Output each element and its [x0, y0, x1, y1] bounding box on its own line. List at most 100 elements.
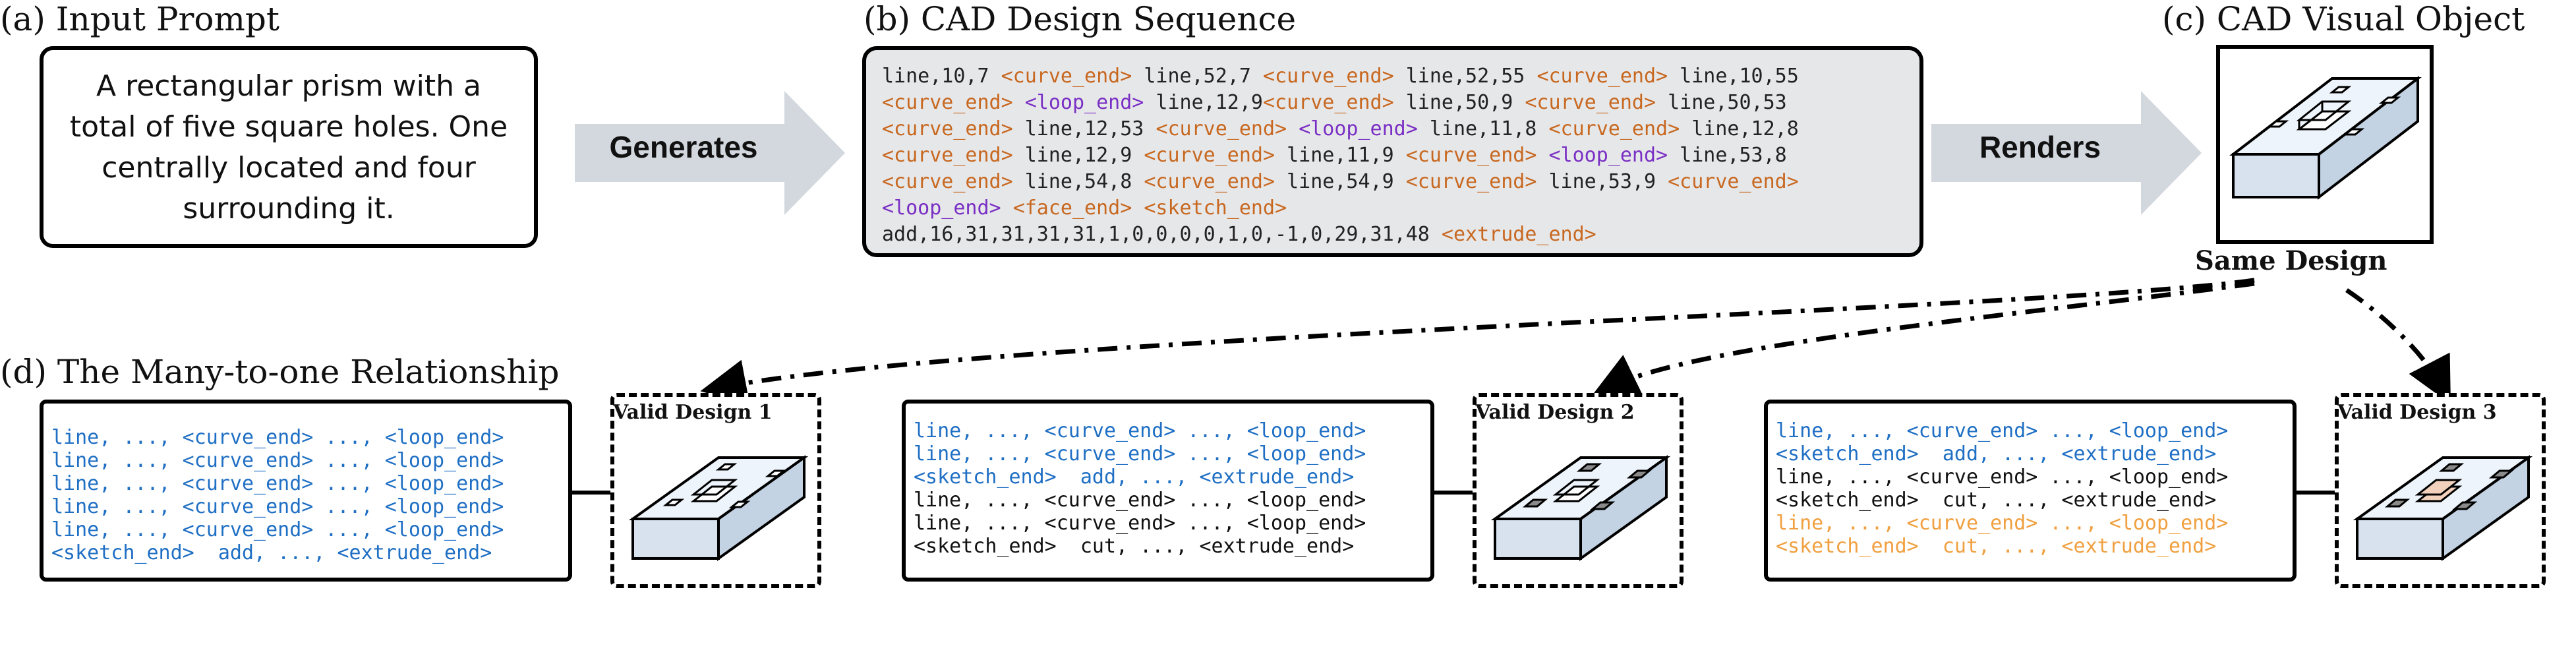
- design-code-line: line, ..., <curve_end> ..., <loop_end>: [51, 495, 504, 518]
- panel-a-title: (a) Input Prompt: [0, 0, 280, 38]
- design-code-line: line, ..., <curve_end> ..., <loop_end>: [51, 449, 504, 472]
- design-code-line: <sketch_end> cut, ..., <extrude_end>: [1776, 489, 2217, 512]
- input-prompt-box: A rectangular prism with a total of five…: [40, 46, 538, 248]
- sequence-token: line,54,8: [1012, 170, 1144, 193]
- sequence-line: <curve_end> <loop_end> line,12,9<curve_e…: [882, 90, 1799, 116]
- design-2-code: line, ..., <curve_end> ..., <loop_end>li…: [914, 419, 1366, 558]
- design-code-line: line, ..., <curve_end> ..., <loop_end>: [51, 518, 504, 541]
- sequence-token: line,53,9: [1537, 170, 1668, 193]
- design-code-line: line, ..., <curve_end> ..., <loop_end>: [1776, 419, 2229, 442]
- design-2-render: [1490, 455, 1671, 561]
- sequence-token: line,52,55: [1393, 65, 1537, 88]
- design-code-line: line, ..., <curve_end> ..., <loop_end>: [914, 512, 1366, 535]
- curve-token: <sketch_end>: [1144, 196, 1287, 220]
- sequence-line: <curve_end> line,12,53 <curve_end> <loop…: [882, 116, 1799, 142]
- curve-token: <curve_end>: [1144, 170, 1275, 193]
- renders-label: Renders: [1979, 130, 2101, 164]
- cad-visual-object-frame: [2216, 45, 2434, 244]
- sequence-token: line,12,53: [1012, 117, 1156, 140]
- curve-token: <curve_end>: [1525, 91, 1656, 114]
- curve-token: <curve_end>: [1263, 91, 1394, 114]
- panel-d-title: (d) The Many-to-one Relationship: [0, 353, 560, 391]
- design-code-line: <sketch_end> add, ..., <extrude_end>: [914, 466, 1355, 489]
- sequence-token: line,53,8: [1668, 144, 1787, 167]
- sequence-token: line,50,53: [1656, 91, 1787, 114]
- design-code-line: line, ..., <curve_end> ..., <loop_end>: [914, 419, 1366, 442]
- sequence-token: line,10,7: [882, 65, 1001, 88]
- design-code-line: line, ..., <curve_end> ..., <loop_end>: [1776, 512, 2229, 535]
- design-code-line: <sketch_end> cut, ..., <extrude_end>: [1776, 535, 2217, 558]
- sequence-token: line,52,7: [1132, 65, 1263, 88]
- curve-token: <curve_end>: [882, 117, 1013, 140]
- curve-token: <curve_end>: [1001, 65, 1132, 88]
- design-1-code-box: line, ..., <curve_end> ..., <loop_end>li…: [40, 400, 572, 582]
- sequence-line: line,10,7 <curve_end> line,52,7 <curve_e…: [882, 63, 1799, 90]
- cad-sequence-code: line,10,7 <curve_end> line,52,7 <curve_e…: [882, 63, 1799, 248]
- prompt-line: total of five square holes. One: [69, 110, 508, 144]
- sequence-token: line,12,9: [1144, 91, 1263, 114]
- curve-token: <extrude_end>: [1441, 223, 1596, 246]
- panel-b-title: (b) CAD Design Sequence: [864, 0, 1297, 38]
- design-1-code: line, ..., <curve_end> ..., <loop_end>li…: [51, 426, 504, 564]
- valid-design-1-label: Valid Design 1: [613, 401, 773, 424]
- panel-c-title: (c) CAD Visual Object: [2162, 0, 2525, 38]
- curve-token: <curve_end>: [1548, 117, 1680, 140]
- input-prompt-text: A rectangular prism with a total of five…: [44, 66, 534, 229]
- prompt-line: surrounding it.: [183, 192, 395, 226]
- design-code-line: line, ..., <curve_end> ..., <loop_end>: [914, 442, 1366, 466]
- design-code-line: line, ..., <curve_end> ..., <loop_end>: [51, 472, 504, 495]
- curve-token: <curve_end>: [1405, 144, 1537, 167]
- design-2-connector: [1434, 491, 1478, 495]
- valid-design-1-frame: Valid Design 1: [610, 393, 821, 588]
- design-1-render: [628, 455, 809, 561]
- valid-design-3-frame: Valid Design 3: [2335, 393, 2546, 588]
- renders-arrow: [1931, 91, 2202, 215]
- design-code-line: <sketch_end> add, ..., <extrude_end>: [51, 541, 492, 564]
- curve-token: <curve_end>: [1405, 170, 1537, 193]
- sequence-token: line,12,9: [1012, 144, 1144, 167]
- design-3-connector: [2297, 491, 2340, 495]
- valid-design-2-frame: Valid Design 2: [1473, 393, 1683, 588]
- curve-token: <curve_end>: [882, 170, 1013, 193]
- curve-token: <curve_end>: [882, 91, 1013, 114]
- design-code-line: <sketch_end> add, ..., <extrude_end>: [1776, 442, 2217, 466]
- curve-token: <curve_end>: [1144, 144, 1275, 167]
- sequence-token: line,12,8: [1680, 117, 1799, 140]
- design-1-connector: [572, 491, 616, 495]
- loop-token: <loop_end>: [1024, 91, 1144, 114]
- generates-label: Generates: [609, 130, 758, 164]
- curve-token: <curve_end>: [1537, 65, 1668, 88]
- generates-arrow: [575, 91, 845, 215]
- sequence-line: add,16,31,31,31,31,1,0,0,0,0,1,0,-1,0,29…: [882, 222, 1799, 248]
- prompt-line: centrally located and four: [102, 151, 476, 185]
- curve-token: <curve_end>: [1156, 117, 1287, 140]
- loop-token: <loop_end>: [1299, 117, 1418, 140]
- curve-token: <curve_end>: [1668, 170, 1799, 193]
- design-code-line: line, ..., <curve_end> ..., <loop_end>: [51, 426, 504, 449]
- same-design-label: Same Design: [2195, 245, 2387, 276]
- valid-design-3-label: Valid Design 3: [2337, 401, 2497, 424]
- valid-design-2-label: Valid Design 2: [1475, 401, 1635, 424]
- curve-token: <curve_end>: [882, 144, 1013, 167]
- design-code-line: line, ..., <curve_end> ..., <loop_end>: [1776, 466, 2229, 489]
- design-3-code-box: line, ..., <curve_end> ..., <loop_end><s…: [1764, 400, 2297, 582]
- sequence-line: <loop_end> <face_end> <sketch_end>: [882, 195, 1799, 222]
- design-3-render: [2353, 455, 2533, 561]
- loop-token: <loop_end>: [1548, 144, 1668, 167]
- sequence-token: line,50,9: [1393, 91, 1525, 114]
- sequence-token: line,54,9: [1275, 170, 1406, 193]
- cad-sequence-box: line,10,7 <curve_end> line,52,7 <curve_e…: [862, 46, 1923, 257]
- sequence-token: add,16,31,31,31,31,1,0,0,0,0,1,0,-1,0,29…: [882, 223, 1442, 246]
- curve-token: <curve_end>: [1263, 65, 1394, 88]
- cad-block-render: [2229, 75, 2422, 200]
- sequence-token: line,10,55: [1668, 65, 1799, 88]
- design-code-line: <sketch_end> cut, ..., <extrude_end>: [914, 535, 1355, 558]
- design-2-code-box: line, ..., <curve_end> ..., <loop_end>li…: [902, 400, 1434, 582]
- sequence-line: <curve_end> line,54,8 <curve_end> line,5…: [882, 169, 1799, 195]
- loop-token: <loop_end>: [882, 196, 1001, 220]
- prompt-line: A rectangular prism with a: [96, 69, 481, 103]
- sequence-token: line,11,8: [1417, 117, 1549, 140]
- sequence-token: line,11,9: [1275, 144, 1406, 167]
- design-3-code: line, ..., <curve_end> ..., <loop_end><s…: [1776, 419, 2228, 558]
